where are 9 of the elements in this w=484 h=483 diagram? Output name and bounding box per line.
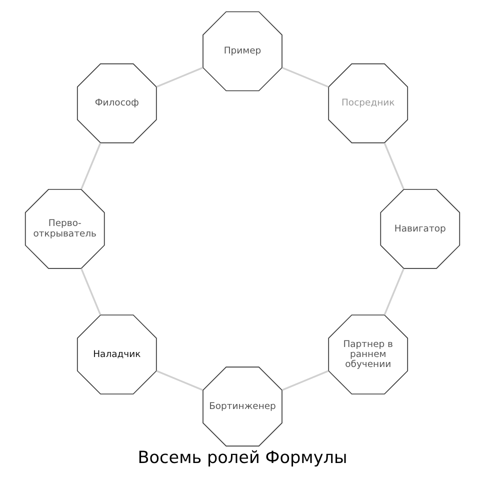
connector <box>281 370 328 391</box>
diagram-title: Восемь ролей Формулы <box>137 446 347 467</box>
connector <box>156 66 203 88</box>
connector <box>281 66 328 88</box>
connector <box>383 142 404 190</box>
connector <box>383 268 404 316</box>
connector <box>80 142 101 190</box>
connector <box>80 268 101 316</box>
connector <box>156 370 203 391</box>
